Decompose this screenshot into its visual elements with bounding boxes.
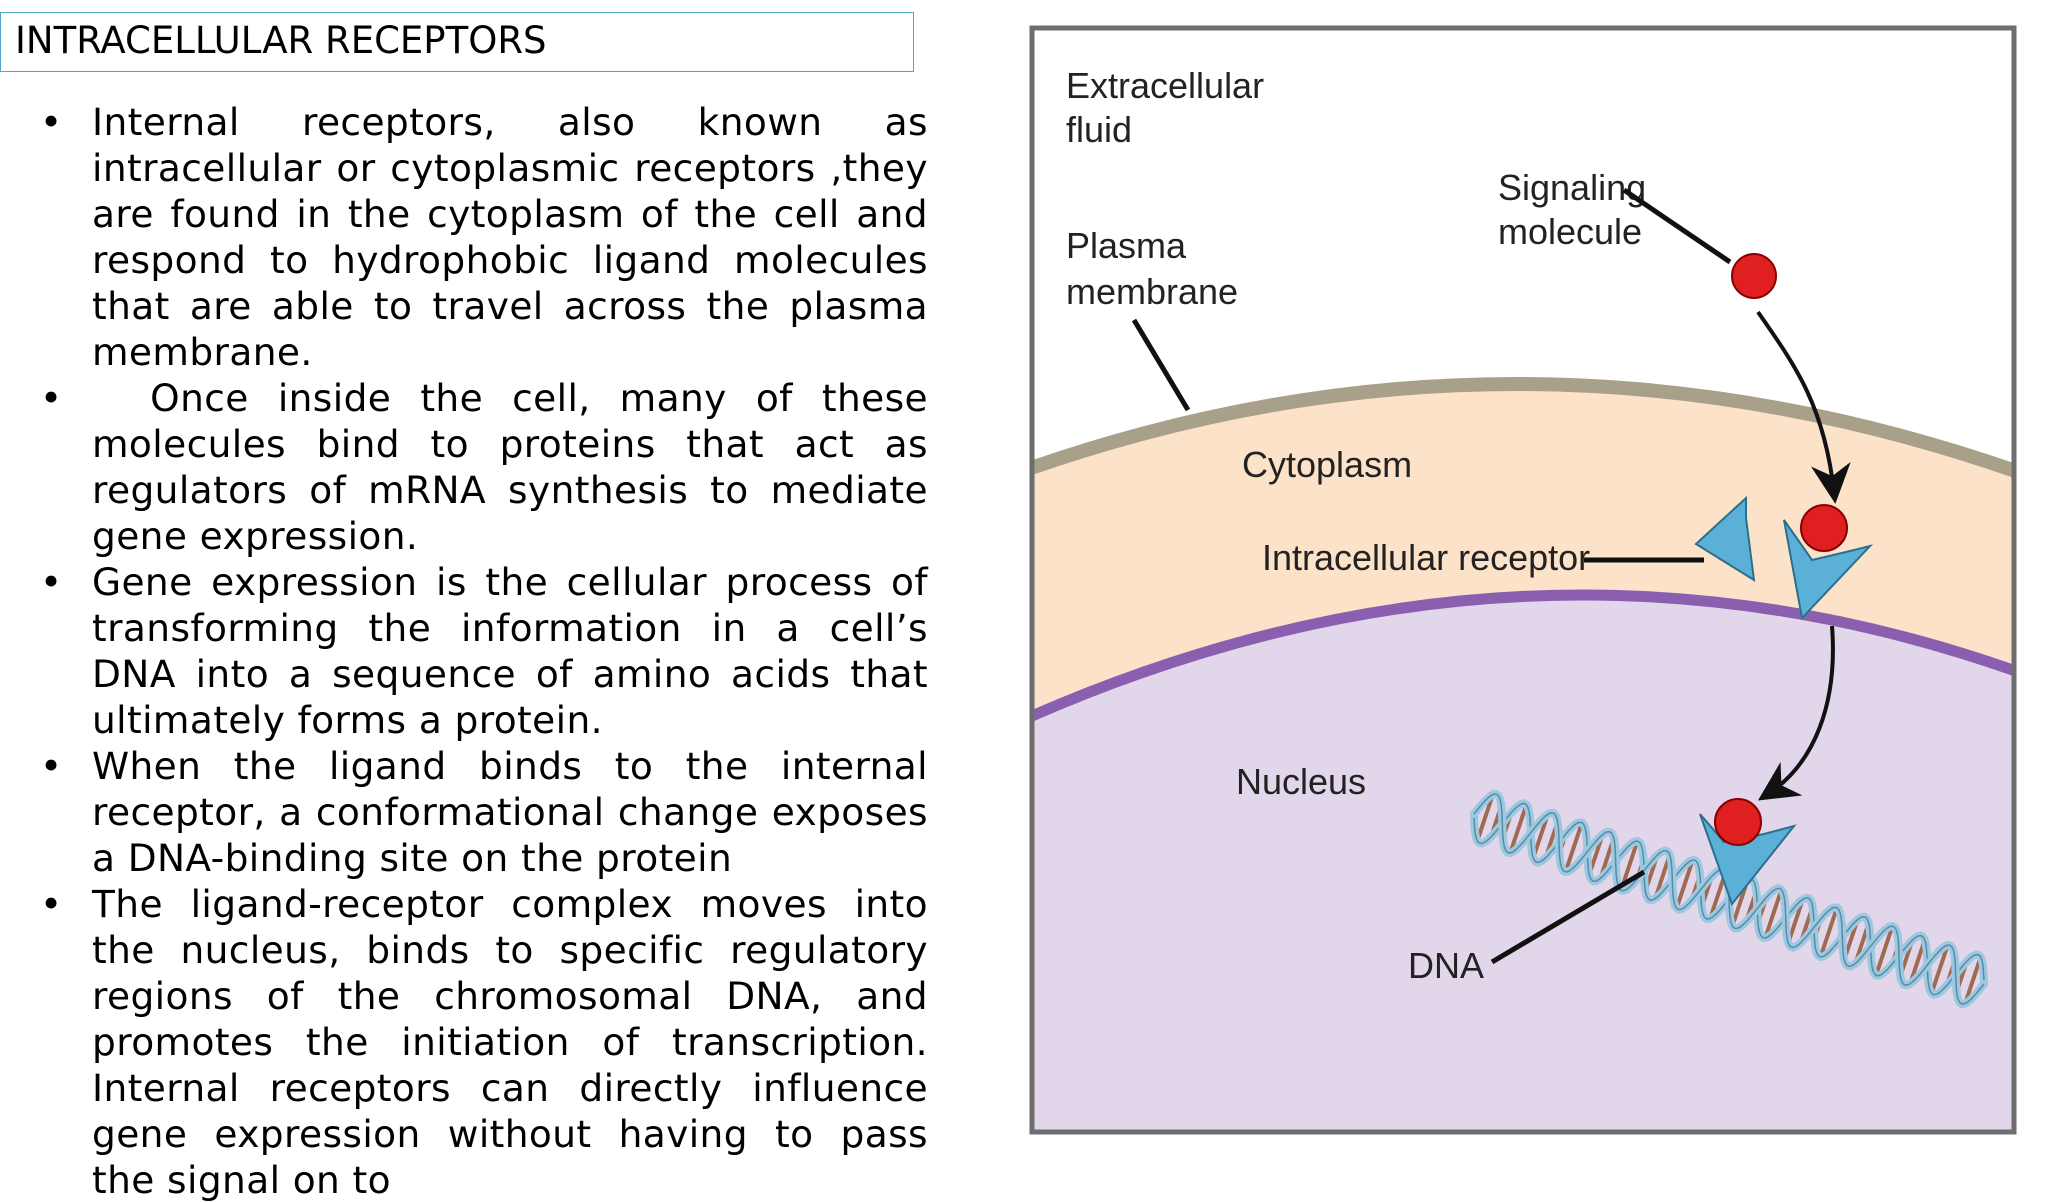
bullet-text: Gene expression is the cellular process … — [92, 560, 928, 742]
dna-pointer — [1490, 869, 1646, 965]
dna-helix — [1470, 789, 1988, 1009]
dna-strand-b-outline — [1473, 793, 1985, 1005]
bullet-item: • The ligand-receptor complex moves into … — [40, 881, 928, 1203]
plasma-membrane-pointer — [1131, 318, 1191, 412]
plasma-membrane — [1032, 377, 2014, 478]
label-intracellular-receptor: Intracellular receptor — [1262, 537, 1590, 578]
bullet-dot: • — [40, 100, 63, 144]
label-plasma-1: Plasma — [1066, 225, 1187, 266]
nucleus-region — [1032, 595, 2014, 1132]
bullet-dot: • — [40, 744, 63, 788]
bullet-dot: • — [40, 882, 63, 926]
dna-base-pair — [1508, 804, 1529, 854]
bullet-item: • Gene expression is the cellular process… — [40, 559, 928, 743]
ligand-bound-cytoplasm — [1800, 504, 1848, 552]
bullet-dot: • — [40, 560, 63, 604]
label-cytoplasm: Cytoplasm — [1242, 444, 1412, 485]
label-nucleus: Nucleus — [1236, 761, 1366, 802]
label-signaling-2: molecule — [1498, 211, 1642, 252]
bullet-item: • Internal receptors, also known as intra… — [40, 99, 928, 375]
diagram-svg: Extracellular fluid Plasma membrane Sign… — [1029, 25, 2017, 1135]
bullet-dot: • — [40, 376, 63, 420]
slide-title: INTRACELLULAR RECEPTORS — [0, 12, 914, 72]
dna-base-pair — [1963, 956, 1983, 1005]
signaling-pointer — [1622, 187, 1732, 265]
dna-base-pair — [1763, 889, 1784, 939]
receptor-bound — [1783, 519, 1874, 621]
ligand-extracellular — [1731, 253, 1777, 299]
bullet-list: • Internal receptors, also known as intra… — [40, 99, 928, 1203]
dna-base-pair — [1818, 907, 1839, 958]
arrow-to-receptor — [1756, 310, 1851, 504]
diagram-frame — [1029, 25, 2017, 1135]
label-dna: DNA — [1408, 945, 1484, 986]
dna-base-pair — [1929, 944, 1950, 994]
receptor-diagram: Extracellular fluid Plasma membrane Sign… — [1024, 24, 2022, 1135]
dna-base-pair — [1874, 925, 1895, 976]
ligand-on-dna — [1714, 798, 1762, 846]
receptor-free — [1694, 495, 1756, 582]
dna-base-pair — [1563, 822, 1584, 873]
label-extracellular-1: Extracellular — [1066, 65, 1264, 106]
label-extracellular-2: fluid — [1066, 109, 1132, 150]
bullet-text: When the ligand binds to the internal re… — [92, 744, 928, 880]
label-plasma-2: membrane — [1066, 271, 1238, 312]
bullet-text: Once inside the cell, many of these mole… — [92, 376, 941, 558]
bullet-text: The ligand-receptor complex moves into t… — [92, 882, 928, 1202]
arrow-to-nucleus — [1757, 625, 1835, 801]
bullet-text: Internal receptors, also known as intrac… — [92, 100, 928, 374]
label-signaling-1: Signaling — [1498, 167, 1646, 208]
dna-base-pair — [1475, 793, 1495, 842]
bullet-item: • When the ligand binds to the internal r… — [40, 743, 928, 881]
nuclear-envelope — [1032, 589, 2014, 723]
bullet-item: • Once inside the cell, many of these mo… — [40, 375, 928, 559]
dna-base-pair — [1674, 859, 1695, 909]
